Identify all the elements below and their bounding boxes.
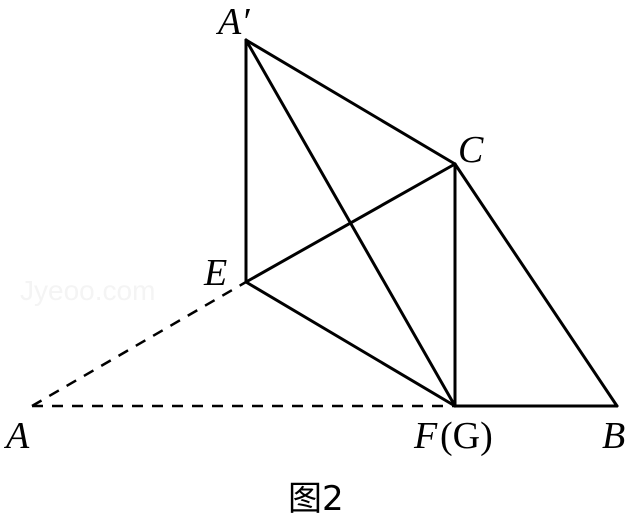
segment-c-b: [453, 162, 619, 408]
label-g-paren: (G): [440, 415, 493, 457]
label-c: C: [458, 129, 484, 171]
segment-aprime-c: [244, 38, 457, 166]
segment-e-f: [244, 280, 457, 408]
segment-c-e: [244, 162, 457, 284]
label-a: A: [3, 415, 30, 457]
label-e: E: [203, 252, 227, 294]
watermark-text: Jyeoo.com: [20, 275, 155, 306]
segment-a-e: [31, 280, 247, 408]
figure-caption: 图2: [288, 479, 344, 519]
label-b: B: [602, 415, 625, 457]
label-a-prime: A′: [215, 1, 250, 43]
label-f: F: [413, 415, 438, 457]
